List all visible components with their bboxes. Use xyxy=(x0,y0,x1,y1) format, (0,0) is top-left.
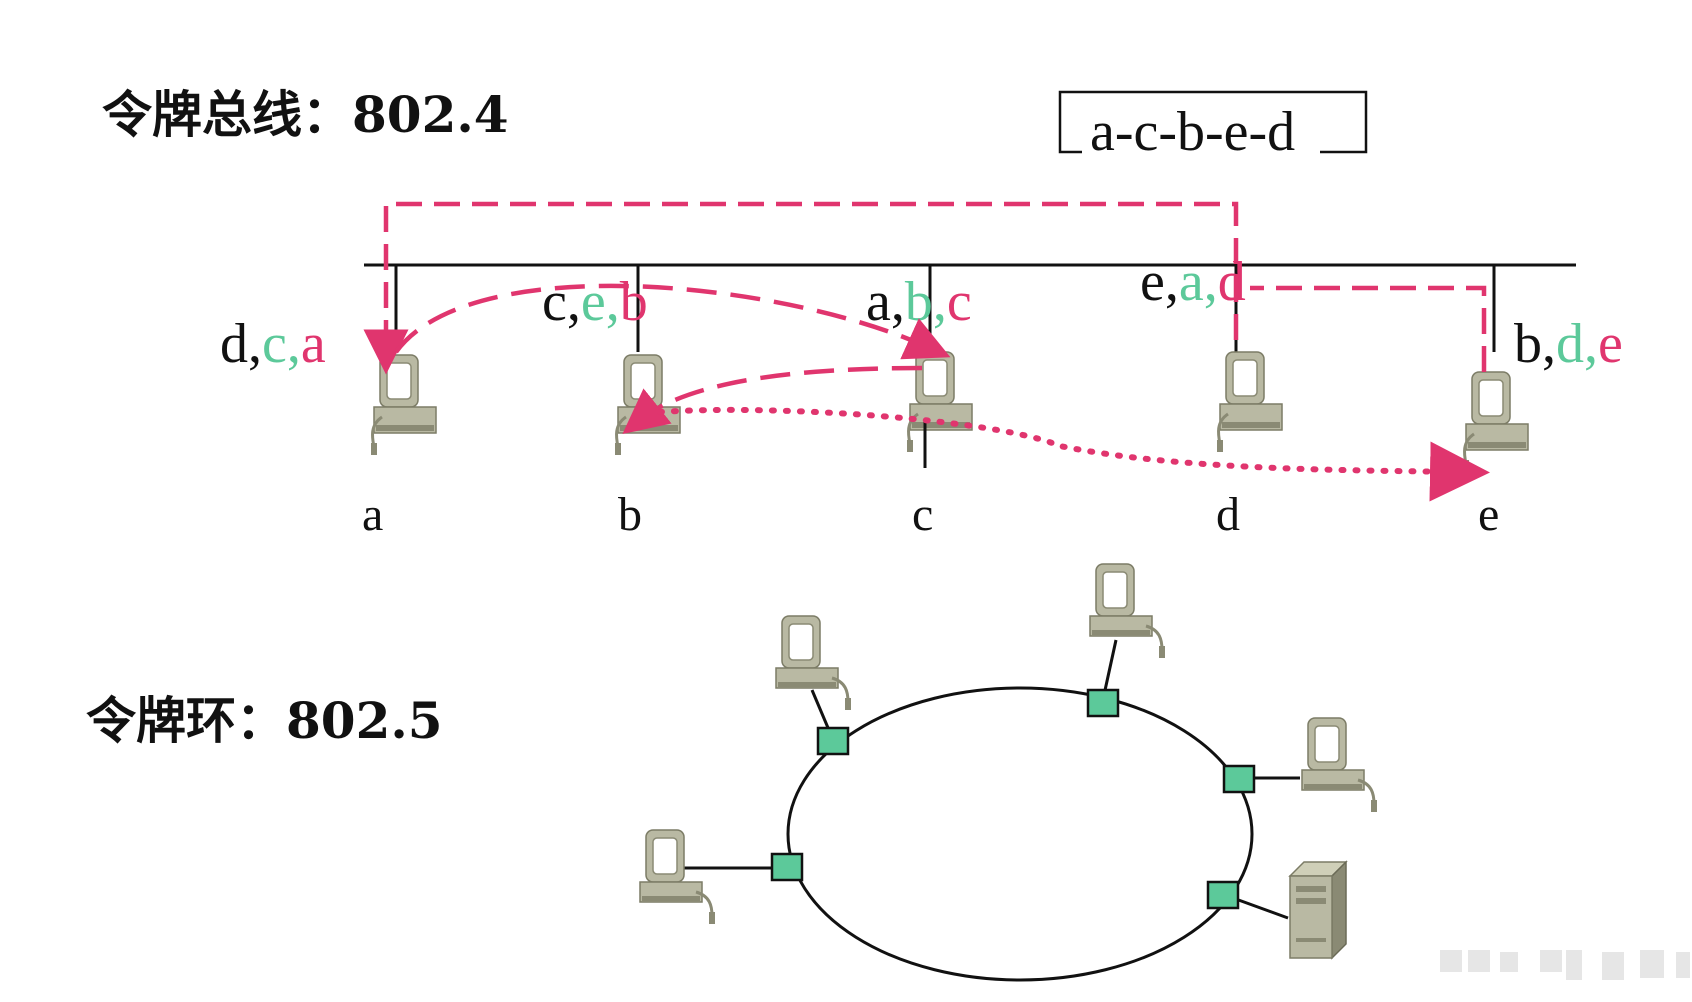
station-b-succ-label: c,e,b xyxy=(542,271,648,333)
station-d-computer-icon xyxy=(1215,350,1284,454)
station-a-computer-icon xyxy=(369,353,438,457)
sequence-box: a-c-b-e-d xyxy=(1058,90,1368,165)
station-a-succ-label: d,c,a xyxy=(220,313,326,375)
ring-nodes xyxy=(770,688,1256,910)
ring-node xyxy=(816,726,850,756)
ring-node xyxy=(1222,764,1256,794)
station-e-label: e xyxy=(1478,488,1499,541)
station-e-succ-label: b,d,e xyxy=(1514,313,1623,375)
bus-title: 令牌总线：802.4 xyxy=(102,85,509,144)
station-d-label: d xyxy=(1216,488,1240,541)
station-c-succ-label: a,b,c xyxy=(866,271,972,333)
ring-node xyxy=(1206,880,1240,910)
ring-line xyxy=(786,686,1254,982)
station-b-label: b xyxy=(618,488,642,541)
sequence-label: a-c-b-e-d xyxy=(1090,101,1295,163)
station-d-succ-label: e,a,d xyxy=(1140,251,1246,313)
token-path xyxy=(363,201,1490,502)
ring-node xyxy=(1086,688,1120,718)
station-e-computer-icon xyxy=(1461,370,1530,474)
ring-computer-icon xyxy=(1088,562,1167,660)
station-a-label: a xyxy=(362,488,383,541)
station-b-computer-icon xyxy=(613,353,682,457)
server-icon xyxy=(1288,860,1348,960)
ring-node xyxy=(770,852,804,882)
ring-computer-icon xyxy=(1300,716,1379,814)
station-c-label: c xyxy=(912,488,933,541)
ring-computer-icon xyxy=(638,828,717,926)
watermark xyxy=(1440,950,1690,980)
ring-title: 令牌环：802.5 xyxy=(86,691,443,750)
